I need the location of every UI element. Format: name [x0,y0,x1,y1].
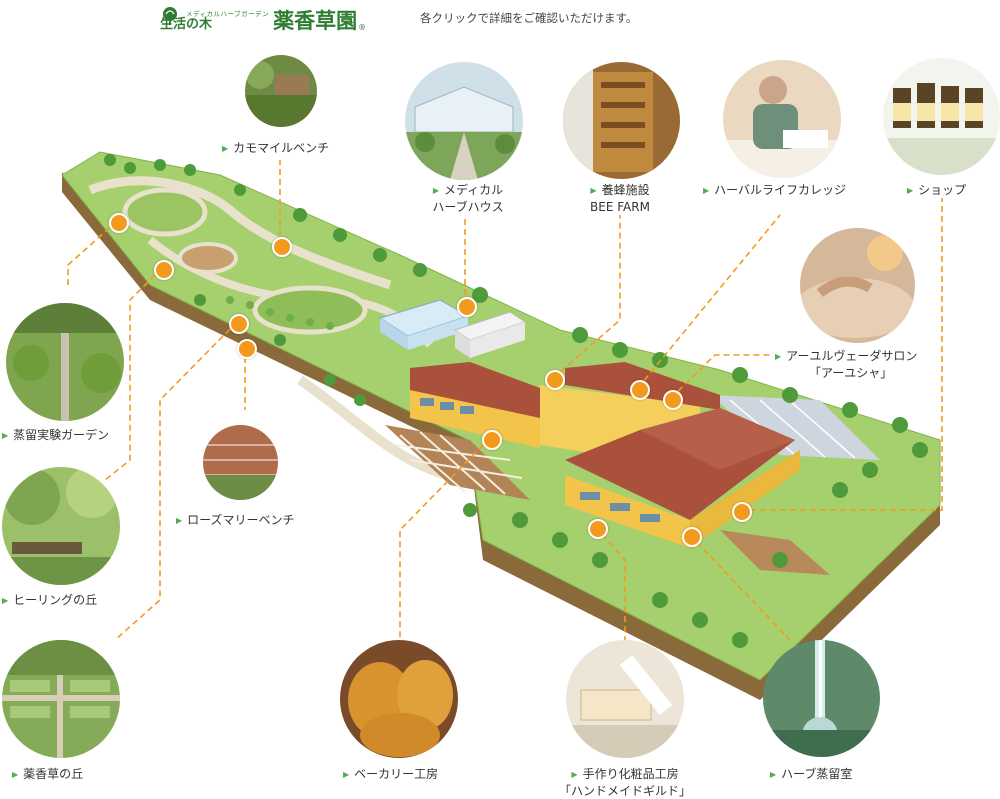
arrow-right-icon: ▶ [343,770,350,779]
arrow-right-icon: ▶ [12,770,19,779]
hotspot-medical-herb-house[interactable] [457,297,477,317]
logo-registered-mark: ® [358,23,367,32]
photo-shop[interactable] [883,58,1000,175]
label-medicinal-herb-hill[interactable]: ▶薬香草の丘 [12,767,84,781]
label-shop[interactable]: ▶ショップ [907,183,967,197]
photo-ayurveda-salon[interactable] [800,228,915,343]
hotspot-medicinal-herb-hill[interactable] [229,314,249,334]
logo-main-text: 生活の木 [160,17,213,32]
photo-bakery[interactable] [340,640,458,758]
hotspot-ayurveda-salon[interactable] [663,390,683,410]
label-bee-farm[interactable]: ▶養蜂施設 BEE FARM [590,183,650,214]
photo-distillation-garden[interactable] [6,303,124,421]
hotspot-chamomile-bench[interactable] [272,237,292,257]
photo-chamomile-bench[interactable] [245,55,317,127]
photo-herbal-life-college[interactable] [723,60,841,178]
hotspot-shop[interactable] [732,502,752,522]
photo-handmade-guild[interactable] [566,640,684,758]
arrow-right-icon: ▶ [590,186,597,195]
label-bakery[interactable]: ▶ベーカリー工房 [343,767,439,781]
label-chamomile-bench[interactable]: ▶カモマイルベンチ [222,141,330,155]
label-healing-hill[interactable]: ▶ヒーリングの丘 [2,593,98,607]
hotspot-rosemary-bench[interactable] [237,339,257,359]
photo-herb-distillation-room[interactable] [763,640,880,757]
arrow-right-icon: ▶ [907,186,914,195]
arrow-right-icon: ▶ [432,186,439,195]
photo-bee-farm[interactable] [563,62,680,179]
roof-bakery [410,362,540,418]
arrow-right-icon: ▶ [222,144,229,153]
label-herbal-life-college[interactable]: ▶ハーバルライフカレッジ [703,183,847,197]
arrow-right-icon: ▶ [571,770,578,779]
photo-rosemary-bench[interactable] [203,425,278,500]
hotspot-herb-distillation-room[interactable] [682,527,702,547]
arrow-right-icon: ▶ [2,596,9,605]
logo-brand-text: 薬香草園 [273,8,358,33]
leaf-logo-icon [163,7,177,25]
photo-medical-herb-house[interactable] [405,62,523,180]
hotspot-handmade-guild[interactable] [588,519,608,539]
photo-medicinal-herb-hill[interactable] [2,640,120,758]
hotspot-herbal-life-college[interactable] [630,380,650,400]
photo-healing-hill[interactable] [2,467,120,585]
label-herb-distillation-room[interactable]: ▶ハーブ蒸留室 [770,767,853,781]
brand-logo[interactable]: メディカルハーブガーデン 生活の木 薬香草園 ® [160,6,366,32]
label-distillation-garden[interactable]: ▶蒸留実験ガーデン [2,428,110,442]
label-medical-herb-house[interactable]: ▶メディカル ハーブハウス [432,183,504,214]
arrow-right-icon: ▶ [703,186,710,195]
header-instruction: 各クリックで詳細をご確認いただけます。 [420,11,638,25]
arrow-right-icon: ▶ [176,516,183,525]
hotspot-bee-farm[interactable] [545,370,565,390]
hotspot-healing-hill[interactable] [154,260,174,280]
label-ayurveda-salon[interactable]: ▶アーユルヴェーダサロン 「アーユシャ」 [775,349,918,380]
arrow-right-icon: ▶ [770,770,777,779]
label-handmade-guild[interactable]: ▶手作り化粧品工房 「ハンドメイドギルド」 [558,767,691,798]
arrow-right-icon: ▶ [2,431,9,440]
label-rosemary-bench[interactable]: ▶ローズマリーベンチ [176,513,295,527]
logo-subtitle: メディカルハーブガーデン [186,10,270,18]
hotspot-distillation-garden[interactable] [109,213,129,233]
hotspot-bakery[interactable] [482,430,502,450]
arrow-right-icon: ▶ [775,352,782,361]
